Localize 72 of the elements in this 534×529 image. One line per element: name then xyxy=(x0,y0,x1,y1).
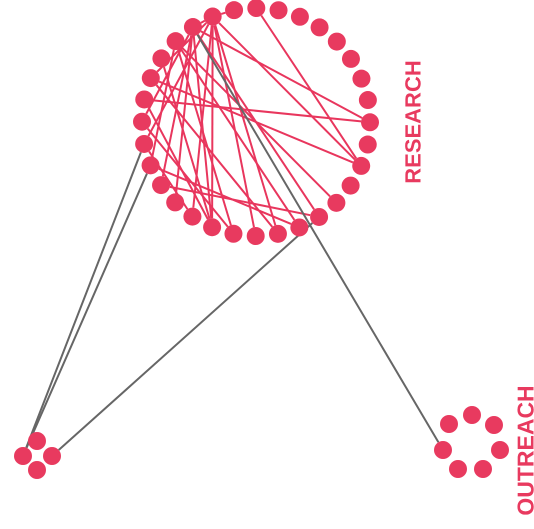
network-dot xyxy=(268,224,287,243)
network-dot xyxy=(342,50,360,68)
network-dot xyxy=(290,218,308,236)
network-dot xyxy=(310,18,329,36)
network-dot xyxy=(440,415,458,433)
network-dot xyxy=(203,218,222,236)
connector-line xyxy=(156,22,207,72)
network-dot xyxy=(310,208,328,226)
network-dot xyxy=(290,8,309,26)
network-dot xyxy=(361,113,379,132)
network-dot xyxy=(152,49,170,68)
network-dot xyxy=(434,441,452,459)
connector-line xyxy=(145,34,190,114)
connector-line xyxy=(158,80,354,164)
connector-line xyxy=(211,26,214,218)
network-dot xyxy=(474,460,492,478)
network-dot xyxy=(166,32,185,50)
connector-line xyxy=(213,25,255,228)
network-dot xyxy=(28,461,46,479)
connector-line xyxy=(153,99,362,122)
connector-line xyxy=(180,48,296,220)
connector-line xyxy=(200,30,363,119)
connector-line xyxy=(175,36,193,194)
network-dot xyxy=(246,227,265,245)
network-dot xyxy=(204,8,222,26)
network-dot xyxy=(142,156,160,174)
connector-line xyxy=(181,46,331,198)
network-dot xyxy=(485,416,503,434)
connector-line xyxy=(162,36,192,176)
network-dot xyxy=(342,176,360,195)
network-dot xyxy=(135,134,154,153)
network-dot xyxy=(449,460,467,478)
connector-line xyxy=(163,66,210,219)
network-dot xyxy=(142,69,160,88)
connector-line xyxy=(156,84,274,228)
network-dot xyxy=(135,90,154,108)
network-dot xyxy=(28,432,46,450)
network-dot xyxy=(352,156,370,175)
connector-line xyxy=(200,20,206,24)
connector-line xyxy=(218,22,356,160)
network-dot xyxy=(491,441,509,459)
connector-line xyxy=(221,12,226,15)
connector-line xyxy=(58,222,314,451)
connector-line xyxy=(146,128,229,228)
connector-line xyxy=(197,34,315,210)
connector-line xyxy=(148,24,210,136)
network-dot xyxy=(463,406,481,424)
network-dot xyxy=(358,136,377,154)
network-dot xyxy=(225,1,244,20)
group-label: OUTREACH xyxy=(514,384,534,516)
connector-line xyxy=(151,50,175,157)
connector-line xyxy=(158,168,292,225)
network-dot xyxy=(270,1,288,20)
connector-line xyxy=(214,24,276,226)
connector-line xyxy=(170,186,310,216)
network-dot xyxy=(352,70,370,88)
network-dot xyxy=(358,91,377,110)
network-dot xyxy=(184,18,202,36)
network-dot xyxy=(43,447,61,465)
network-dot xyxy=(152,176,170,194)
connector-line xyxy=(260,14,358,159)
connector-line xyxy=(148,106,209,220)
network-dot xyxy=(328,32,346,51)
connector-line xyxy=(148,150,188,210)
network-dot xyxy=(224,224,242,243)
network-dot xyxy=(14,447,32,465)
network-dot xyxy=(327,194,346,212)
group-label: RESEARCH xyxy=(402,60,424,184)
network-dot xyxy=(133,112,151,131)
connector-line xyxy=(196,34,440,443)
network-dot xyxy=(183,208,202,226)
network-dot xyxy=(166,193,184,212)
